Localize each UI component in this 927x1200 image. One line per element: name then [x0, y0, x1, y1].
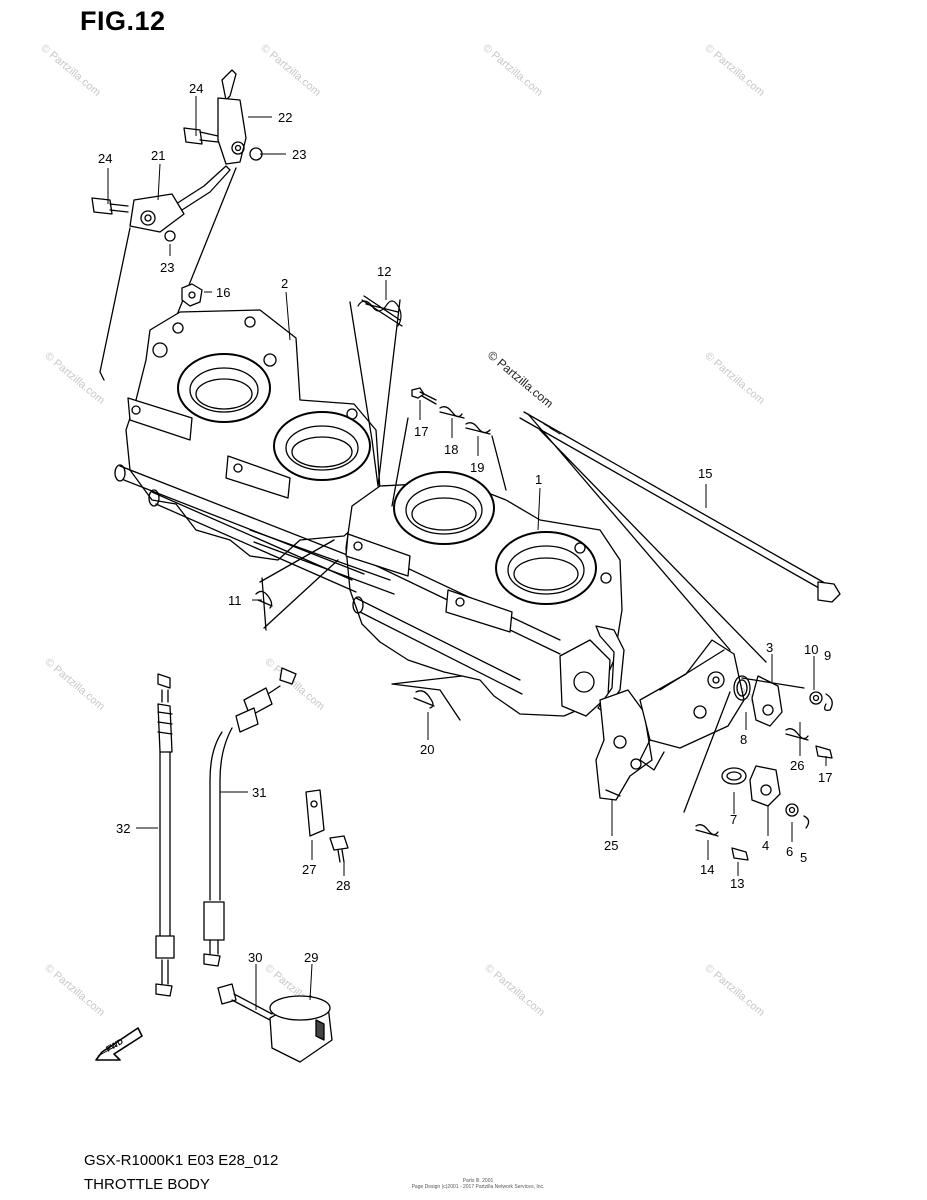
copyright-sub: Page Design (c)2001 - 2017 Partzilla Net… — [411, 1184, 545, 1190]
callout-23: 23 — [160, 260, 174, 275]
callout-29: 29 — [304, 950, 318, 965]
fwd-arrow-icon — [95, 1027, 143, 1061]
callout-22: 22 — [278, 110, 292, 125]
throttle-cam-assembly — [595, 639, 833, 861]
throttle-lever-assembly — [91, 69, 263, 242]
callout-6: 6 — [786, 844, 793, 859]
callout-15: 15 — [698, 466, 712, 481]
callout-16: 16 — [216, 285, 230, 300]
callout-27: 27 — [302, 862, 316, 877]
callout-9: 9 — [824, 648, 831, 663]
copyright-notice: Parts Ill. 2001 Page Design (c)2001 - 20… — [398, 1178, 558, 1190]
throttle-cables — [155, 667, 297, 997]
callout-31: 31 — [252, 785, 266, 800]
figure-title: FIG.12 — [80, 6, 166, 36]
long-screw — [519, 411, 841, 603]
callout-7: 7 — [730, 812, 737, 827]
callout-28: 28 — [336, 878, 350, 893]
callout-10: 10 — [804, 642, 818, 657]
callout-11: 11 — [228, 593, 242, 608]
callout-14: 14 — [700, 862, 714, 877]
callout-21: 21 — [151, 148, 165, 163]
callout-24: 24 — [98, 151, 112, 166]
figure-caption: THROTTLE BODY — [84, 1176, 210, 1193]
model-code: GSX-R1000K1 E03 E28_012 — [84, 1152, 279, 1169]
callout-12: 12 — [377, 264, 391, 279]
callout-13: 13 — [730, 876, 744, 891]
callout-1: 1 — [535, 472, 542, 487]
callout-17: 17 — [818, 770, 832, 785]
callout-20: 20 — [420, 742, 434, 757]
throttle-body-assembly — [114, 309, 625, 717]
callout-3: 3 — [766, 640, 773, 655]
callout-5: 5 — [800, 850, 807, 865]
callout-8: 8 — [740, 732, 747, 747]
callout-17: 17 — [414, 424, 428, 439]
callout-24: 24 — [189, 81, 203, 96]
copyright-line: Parts Ill. 2001 — [462, 1178, 494, 1184]
callout-32: 32 — [116, 821, 130, 836]
callout-2: 2 — [281, 276, 288, 291]
callout-25: 25 — [604, 838, 618, 853]
callout-4: 4 — [762, 838, 769, 853]
callout-18: 18 — [444, 442, 458, 457]
callout-19: 19 — [470, 460, 484, 475]
callout-23: 23 — [292, 147, 306, 162]
callout-30: 30 — [248, 950, 262, 965]
callout-26: 26 — [790, 758, 804, 773]
